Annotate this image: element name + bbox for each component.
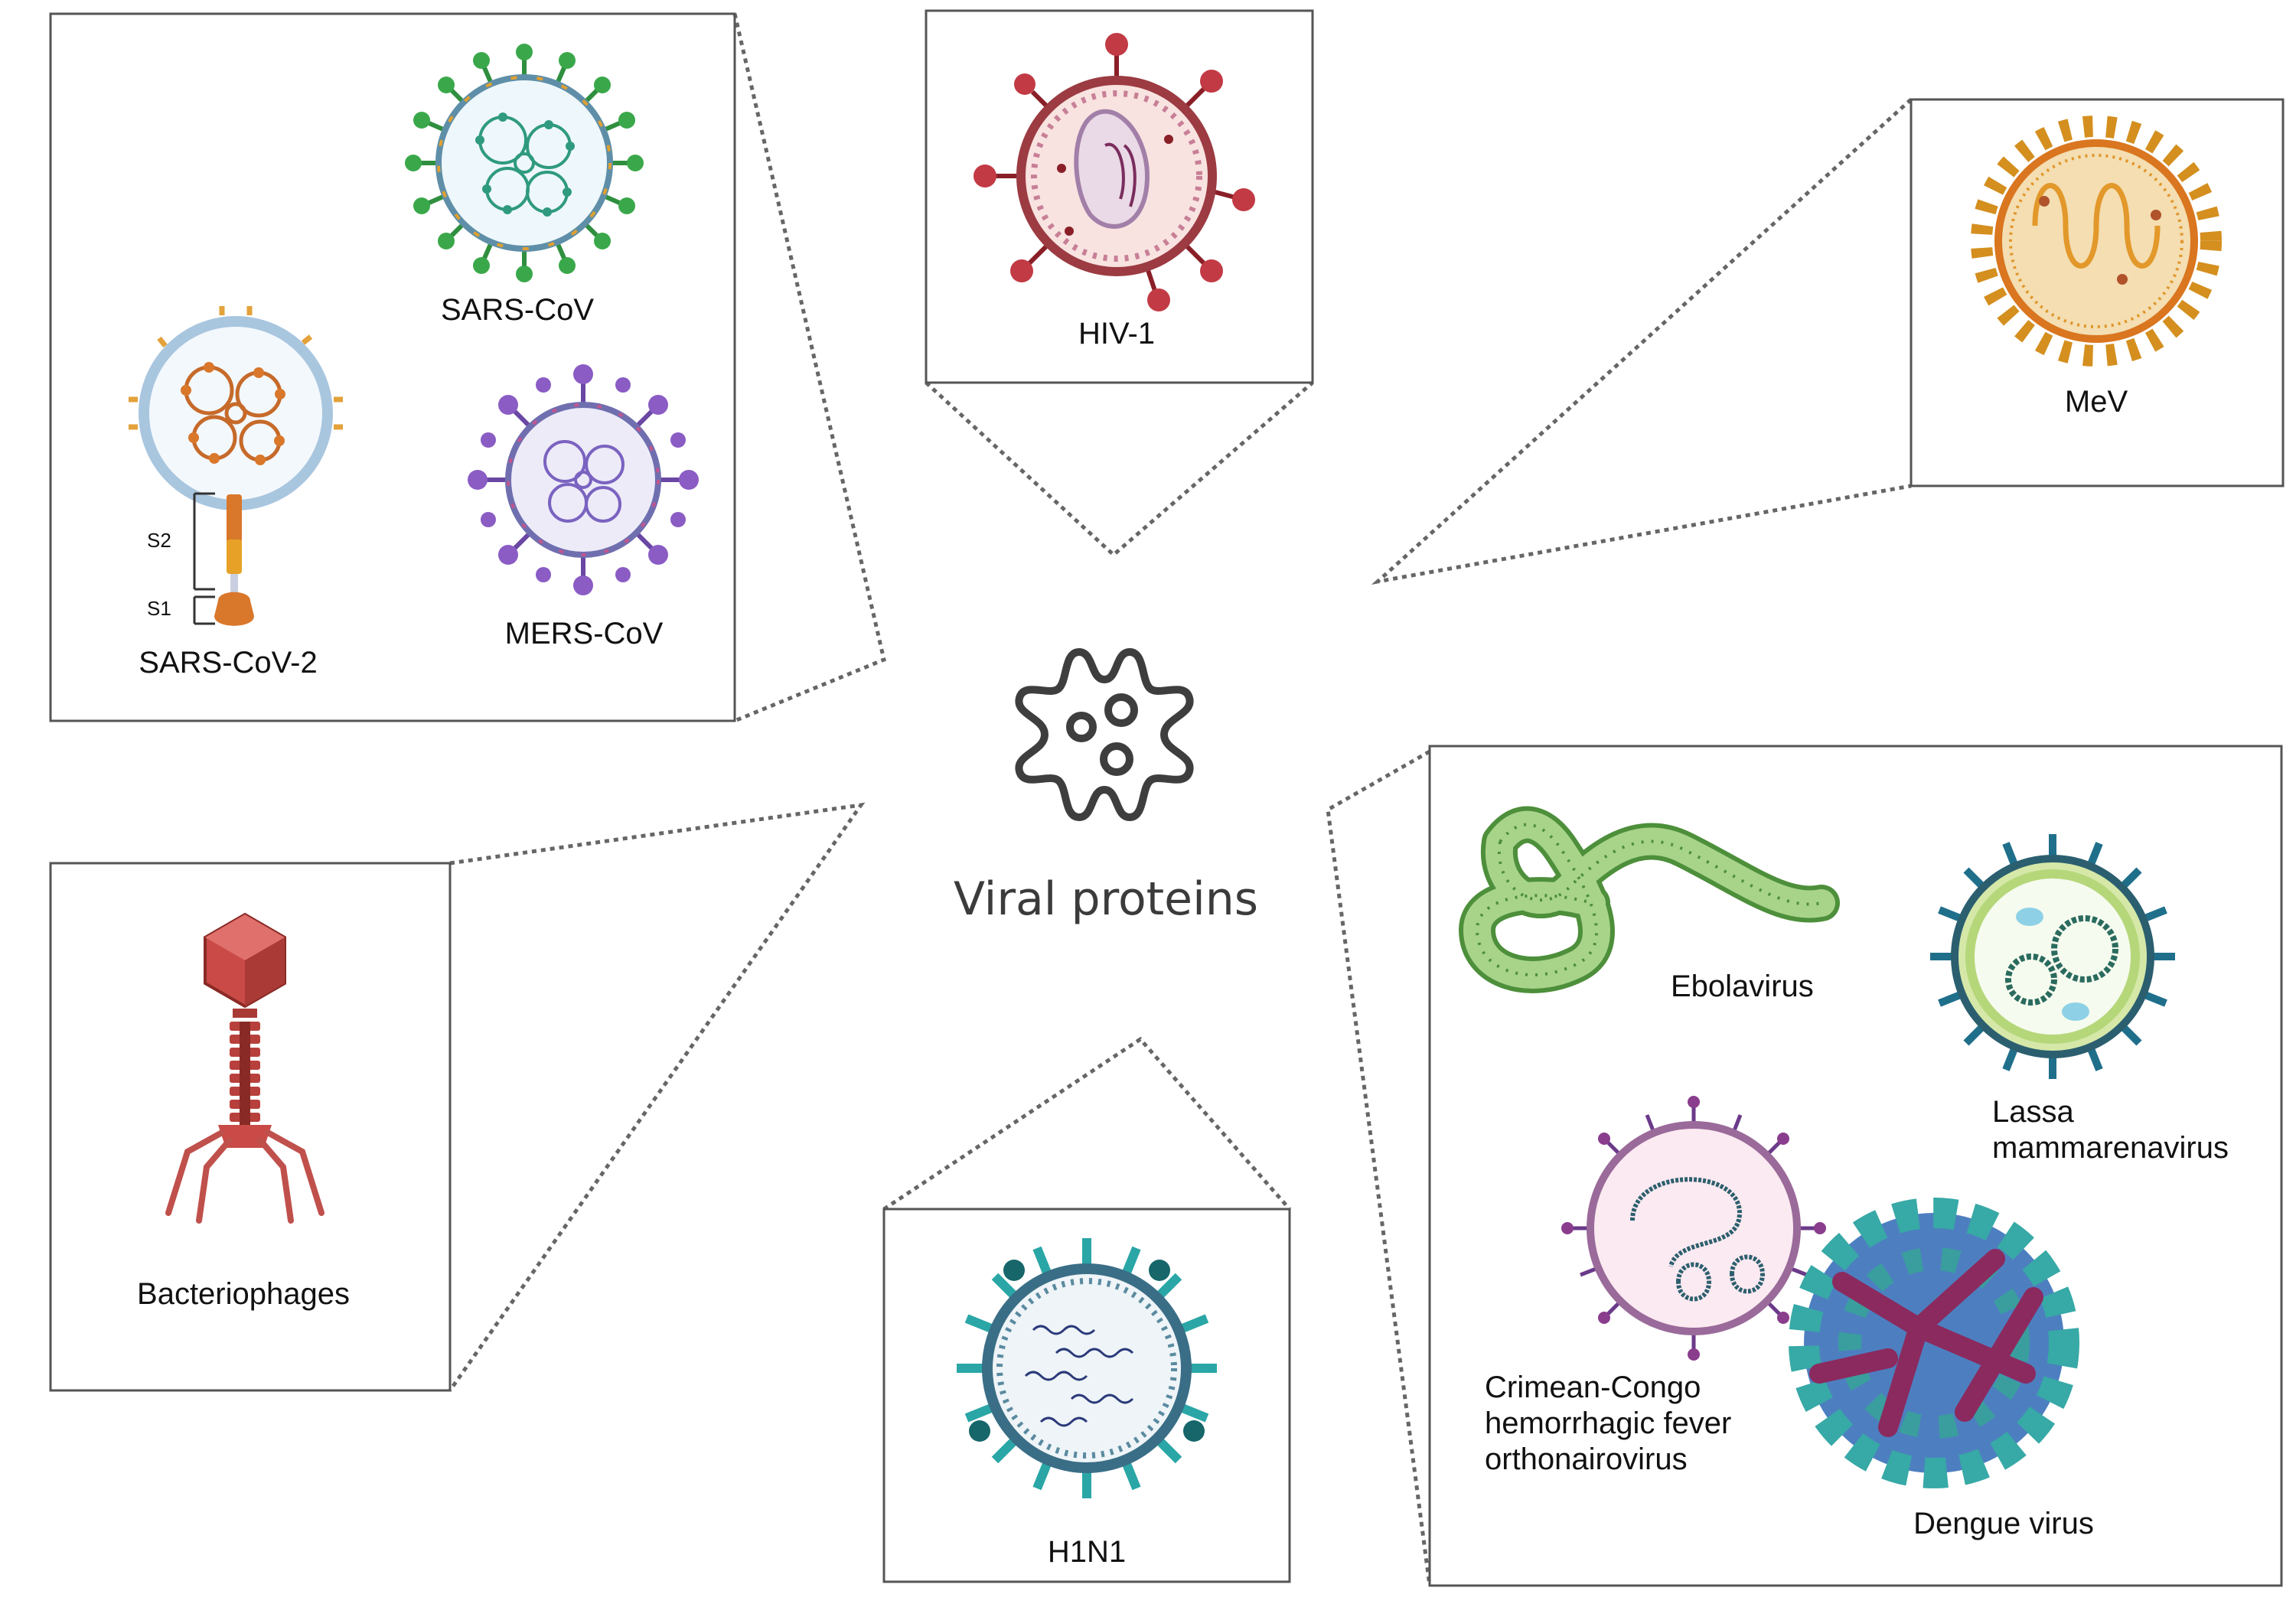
mers-cov-illustration <box>468 364 699 595</box>
panel-coronaviruses <box>49 12 736 722</box>
connector-hemorrhagic <box>1326 749 1432 1586</box>
hiv-1-illustration <box>974 33 1255 311</box>
label-spike-s1: S1 <box>147 597 171 620</box>
virus-outline-icon <box>1015 648 1194 821</box>
label-sars-cov-2: SARS-CoV-2 <box>139 646 318 680</box>
label-mers-cov: MERS-CoV <box>504 617 664 650</box>
dengue-illustration <box>1789 1198 2079 1488</box>
connector-h1n1 <box>882 1036 1291 1211</box>
sars-cov-2-illustration <box>129 306 343 510</box>
spike-protein-inset <box>193 492 254 626</box>
panel-hiv <box>925 9 1314 384</box>
label-hiv-1: HIV-1 <box>1078 317 1156 350</box>
panel-hemorrhagic <box>1428 745 2283 1587</box>
panel-h1n1 <box>882 1208 1291 1583</box>
cchf-illustration <box>1561 1096 1826 1361</box>
panel-bacteriophages <box>49 862 452 1392</box>
label-spike-s2: S2 <box>147 529 171 552</box>
label-dengue: Dengue virus <box>1913 1507 2094 1540</box>
bacteriophage-illustration <box>165 912 325 1224</box>
ebolavirus-illustration <box>1458 806 1840 993</box>
label-bacteriophages: Bacteriophages <box>137 1277 350 1311</box>
label-h1n1: H1N1 <box>1047 1535 1127 1569</box>
connector-lines <box>448 13 1913 1586</box>
label-ebolavirus: Ebolavirus <box>1671 970 1814 1003</box>
panel-boxes <box>49 9 2285 1587</box>
connector-bacteriophages <box>448 802 866 1392</box>
connector-hiv <box>925 381 1314 558</box>
h1n1-illustration <box>957 1238 1217 1498</box>
sars-cov-illustration <box>405 44 644 282</box>
label-lassa: Lassa mammarenavirus <box>1992 1095 2229 1165</box>
connector-coronavirus <box>732 13 886 723</box>
label-mev: MeV <box>2064 385 2128 419</box>
diagram-title: Viral proteins <box>953 872 1259 926</box>
label-cchf: Crimean-Congo hemorrhagic fever orthonai… <box>1485 1371 1732 1477</box>
lassa-illustration <box>1930 834 2175 1079</box>
mev-illustration <box>1971 116 2222 367</box>
connector-mev <box>1371 98 1913 585</box>
label-sars-cov: SARS-CoV <box>440 293 595 327</box>
panel-mev <box>1910 98 2285 487</box>
